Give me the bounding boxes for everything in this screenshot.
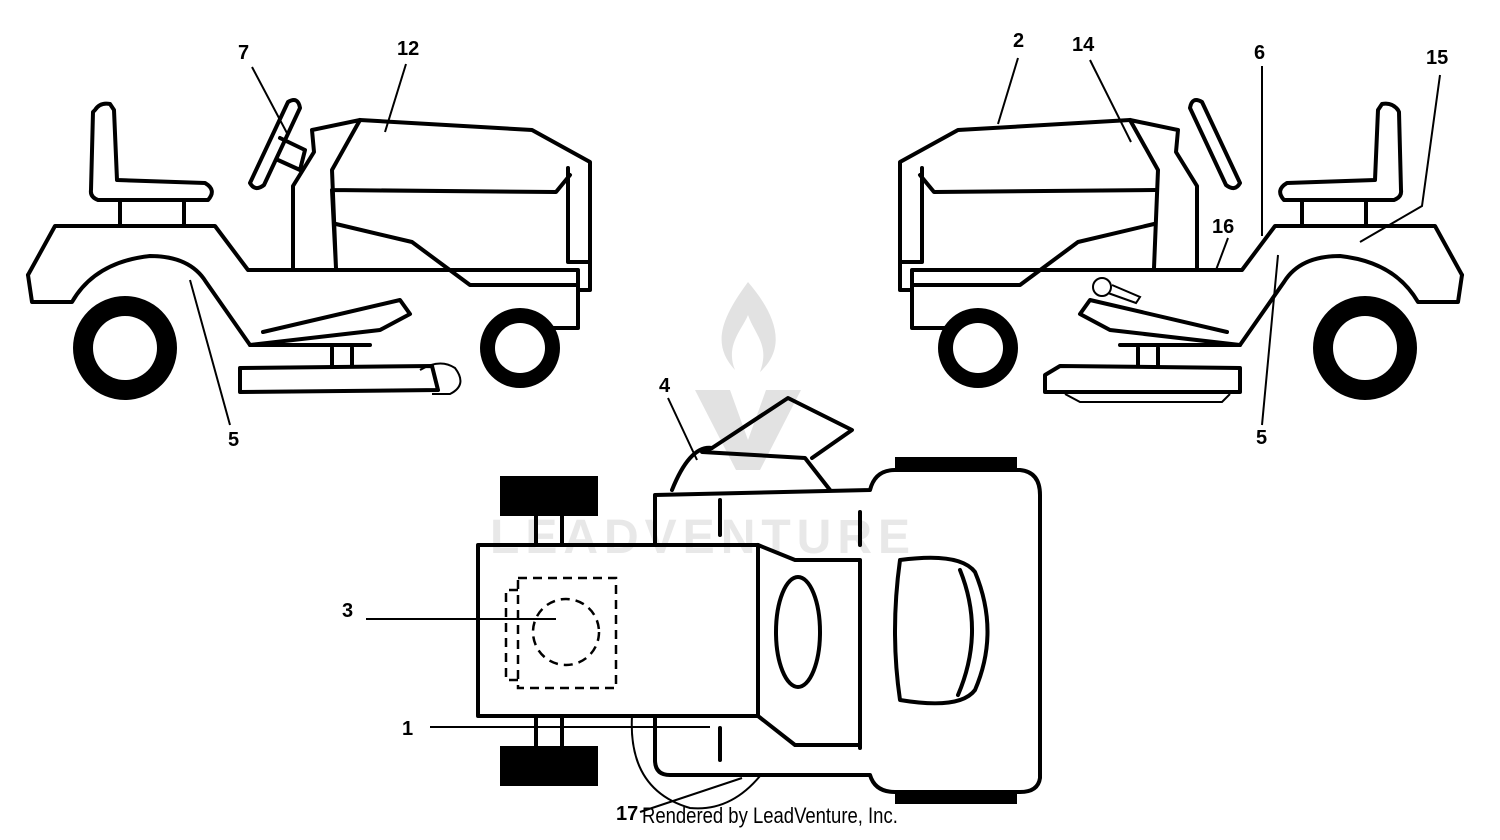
leader-2 <box>997 57 1019 125</box>
label-5a: 5 <box>228 429 239 451</box>
label-2: 2 <box>1013 30 1024 52</box>
watermark-logo <box>695 282 801 470</box>
leader-16 <box>1215 237 1229 271</box>
leader-4 <box>667 397 698 461</box>
leader-15 <box>1359 74 1441 243</box>
label-6: 6 <box>1254 42 1265 64</box>
leader-17 <box>639 777 743 813</box>
label-15: 15 <box>1426 47 1448 69</box>
leader-12 <box>384 63 407 133</box>
label-5b: 5 <box>1256 427 1267 449</box>
label-1: 1 <box>402 718 413 740</box>
label-17: 17 <box>616 803 638 825</box>
credit-text: Rendered by LeadVenture, Inc. <box>642 803 898 828</box>
leader-lines <box>189 57 1441 813</box>
label-12: 12 <box>397 38 419 60</box>
tractor-top-view <box>476 396 1042 810</box>
leader-5a <box>189 279 231 426</box>
leader-14 <box>1089 59 1132 143</box>
leader-7 <box>251 66 289 136</box>
label-16: 16 <box>1212 216 1234 238</box>
label-3: 3 <box>342 600 353 622</box>
tractor-right-view <box>898 98 1464 403</box>
callout-labels: 7 12 5 2 14 6 15 16 5 4 3 1 17 <box>228 30 1448 825</box>
label-7: 7 <box>238 42 249 64</box>
label-14: 14 <box>1072 34 1095 56</box>
label-4: 4 <box>659 375 671 397</box>
watermark-text: LEADVENTURE <box>490 511 916 564</box>
leader-5b <box>1261 254 1279 426</box>
tractor-left-view <box>26 98 592 400</box>
